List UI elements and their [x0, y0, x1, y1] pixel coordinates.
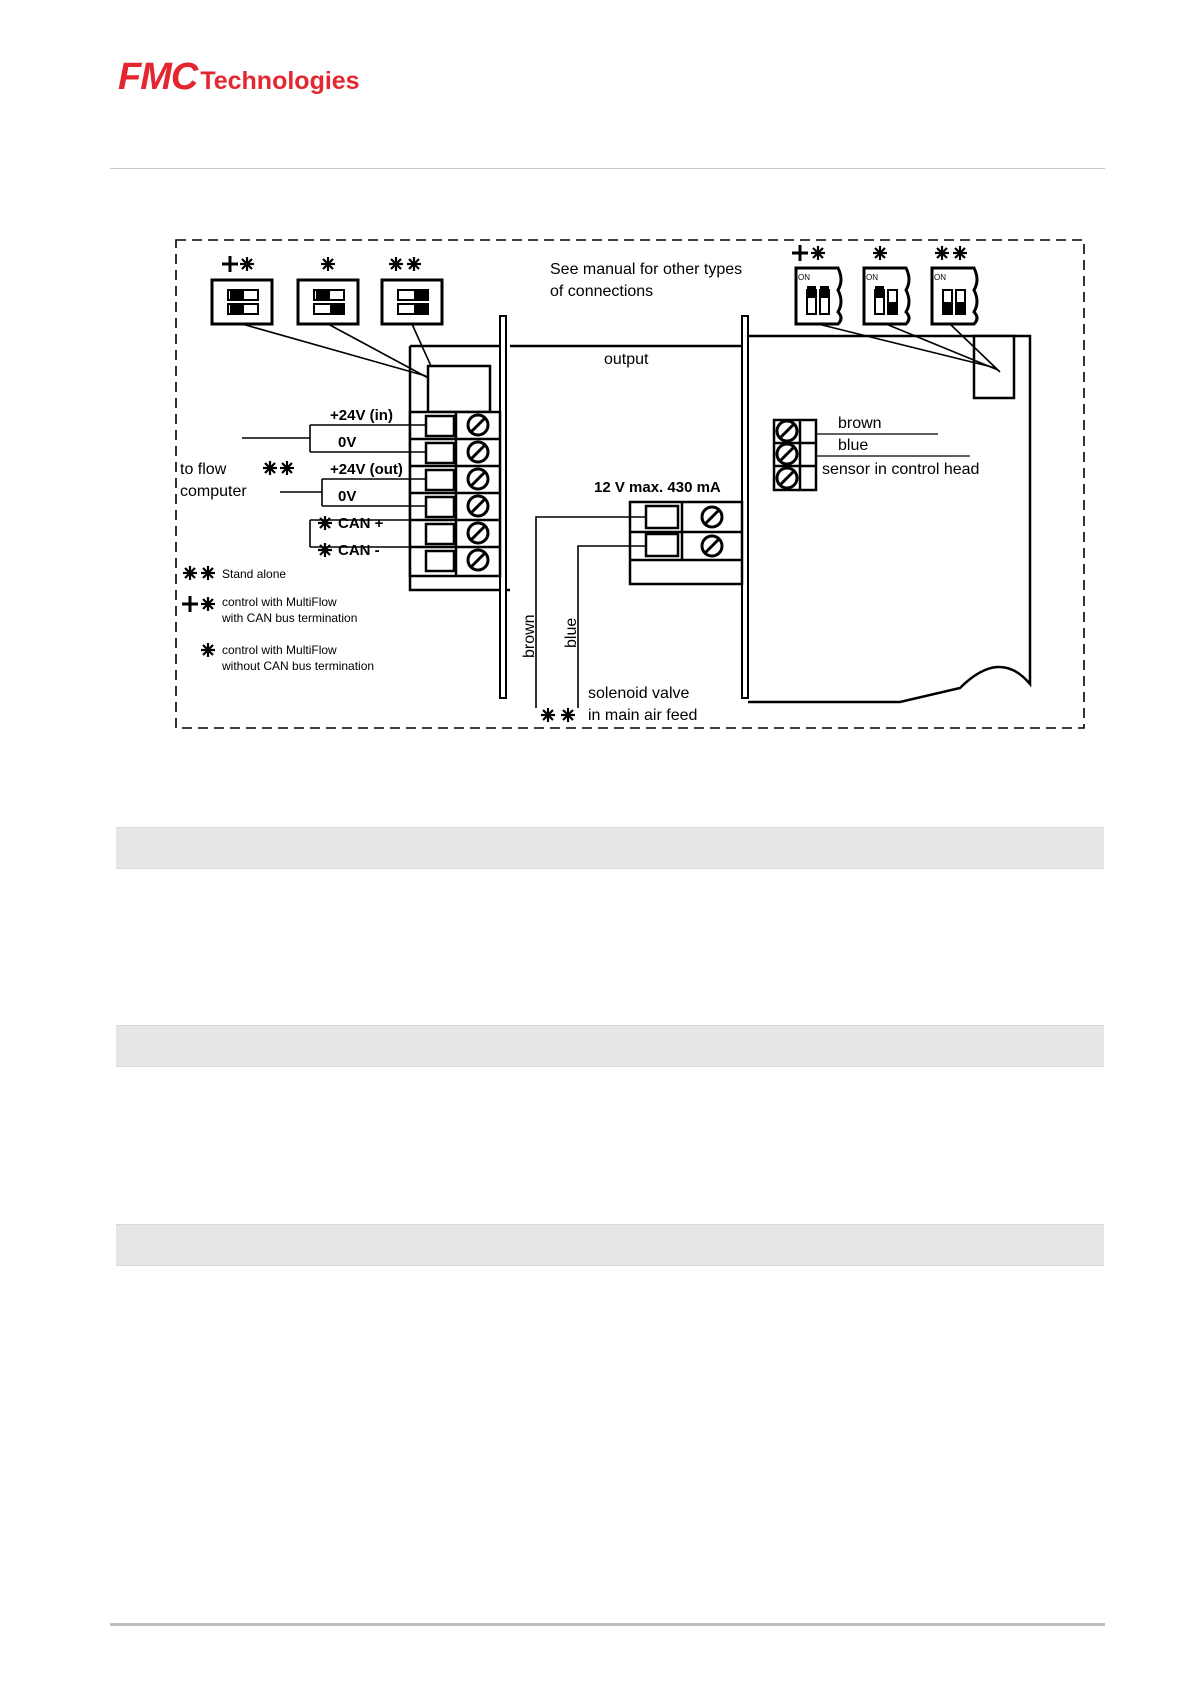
solenoid-label-line1: solenoid valve — [588, 685, 690, 702]
note-line1: See manual for other types — [550, 261, 742, 278]
terminal-label-0v-2: 0V — [338, 488, 356, 505]
section-bar-1 — [116, 827, 1104, 869]
right-dip-marker-double-star — [933, 244, 969, 262]
right-dip-switch-2 — [862, 266, 911, 326]
company-logo: FMC Technologies — [118, 52, 360, 96]
solenoid-label-line2: in main air feed — [588, 707, 697, 724]
right-dip-on-3: ON — [934, 273, 946, 282]
logo-technologies: Technologies — [200, 67, 360, 95]
terminal-label-24v-in: +24V (in) — [330, 407, 393, 424]
terminal-label-can-plus: CAN + — [338, 515, 384, 532]
to-flow-label-line1: to flow — [180, 461, 227, 478]
sensor-terminal-block — [772, 418, 818, 492]
sensor-label-brown: brown — [838, 415, 882, 432]
right-dip-switch-3 — [930, 266, 979, 326]
wire-label-brown: brown — [521, 614, 538, 658]
left-dip-marker-plus-star — [220, 254, 256, 274]
to-flow-label-line2: computer — [180, 483, 247, 500]
right-dip-leader-lines — [817, 323, 1001, 373]
left-dip-switch-1 — [210, 278, 274, 326]
control-head-housing — [748, 334, 1032, 704]
sensor-label-blue: blue — [838, 437, 868, 454]
terminal-wires — [242, 424, 426, 548]
legend-3-line2: without CAN bus termination — [221, 659, 374, 673]
legend-star: control with MultiFlow without CAN bus t… — [199, 641, 374, 673]
diagram-dashed-border — [175, 239, 1085, 729]
legend-plus-star: control with MultiFlow with CAN bus term… — [180, 594, 357, 625]
header-divider — [110, 168, 1105, 169]
sensor-label: sensor in control head — [822, 461, 979, 478]
terminal-label-0v-1: 0V — [338, 434, 356, 451]
supply-terminal-block — [628, 500, 744, 586]
left-dip-marker-star — [319, 255, 337, 273]
wiring-diagram: +24V (in) 0V +24V (out) 0V CAN + CAN - t… — [175, 239, 1085, 729]
legend-2-line2: with CAN bus termination — [221, 611, 357, 625]
legend-3-line1: control with MultiFlow — [222, 643, 337, 657]
wire-label-blue: blue — [563, 618, 580, 648]
legend-double-star: Stand alone — [181, 564, 286, 582]
note-line2: of connections — [550, 283, 653, 300]
output-label: output — [604, 351, 649, 368]
terminal-label-can-minus: CAN - — [338, 542, 380, 559]
legend-2-line1: control with MultiFlow — [222, 595, 337, 609]
right-dip-switch-1 — [794, 266, 843, 326]
footer-divider — [110, 1623, 1105, 1626]
left-dip-switch-3 — [380, 278, 444, 326]
section-bar-2 — [116, 1025, 1104, 1067]
terminal-block — [408, 410, 502, 578]
right-dip-marker-plus-star — [790, 243, 827, 263]
supply-label: 12 V max. 430 mA — [594, 479, 721, 496]
legend-1-line1: Stand alone — [222, 567, 286, 581]
right-dip-on-2: ON — [866, 273, 878, 282]
terminal-label-24v-out: +24V (out) — [330, 461, 403, 478]
solenoid-wires — [535, 516, 646, 708]
section-bar-3 — [116, 1224, 1104, 1266]
logo-fmc: FMC — [118, 56, 198, 98]
left-dip-switch-2 — [296, 278, 360, 326]
left-dip-marker-double-star — [387, 255, 423, 273]
module-display — [426, 364, 492, 414]
right-dip-on-1: ON — [798, 273, 810, 282]
right-dip-marker-star — [871, 244, 889, 262]
